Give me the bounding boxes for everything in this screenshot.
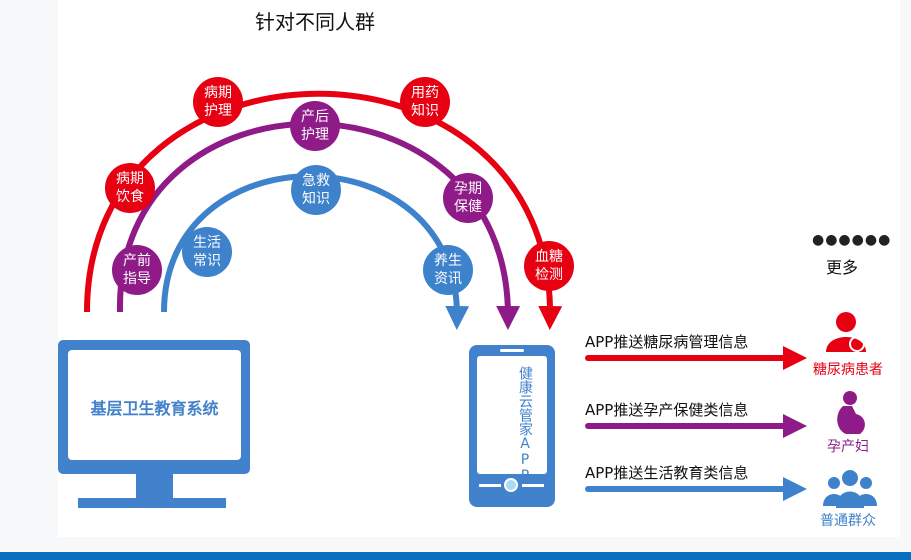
audience-maternal: 孕产妇 [827,439,869,455]
pregnant-woman-icon [837,391,865,434]
bubble-medication: 用药知识 [400,77,450,127]
phone-icon [469,345,555,507]
bottom-bar [0,552,911,560]
more-dots: ●●●●●● [812,232,892,248]
bubble-postpartum: 产后护理 [290,101,340,151]
bubble-disease-care: 病期护理 [193,77,243,127]
bubble-life-tips: 生活常识 [182,227,232,277]
monitor-label: 基层卫生教育系统 [90,399,219,418]
push-text-diabetes: APP推送糖尿病管理信息 [585,333,749,351]
push-text-maternal: APP推送孕产保健类信息 [585,401,749,419]
diagram-title: 针对不同人群 [255,10,375,34]
more-label: 更多 [826,258,859,277]
phone-label: 健康云管家APP [517,366,533,484]
people-group-icon [823,470,877,508]
audience-diabetes: 糖尿病患者 [813,362,883,378]
audience-public: 普通群众 [820,513,876,529]
bubble-prenatal: 产前指导 [112,245,162,295]
bubble-blood-sugar: 血糖检测 [524,241,574,291]
bubble-disease-diet: 病期饮食 [105,163,155,213]
bubble-pregnancy: 孕期保健 [443,173,493,223]
push-text-life: APP推送生活教育类信息 [585,464,749,482]
bubble-first-aid: 急救知识 [291,165,341,215]
bubble-wellness: 养生资讯 [423,245,473,295]
monitor-icon [58,340,250,508]
patient-icon [826,312,866,352]
